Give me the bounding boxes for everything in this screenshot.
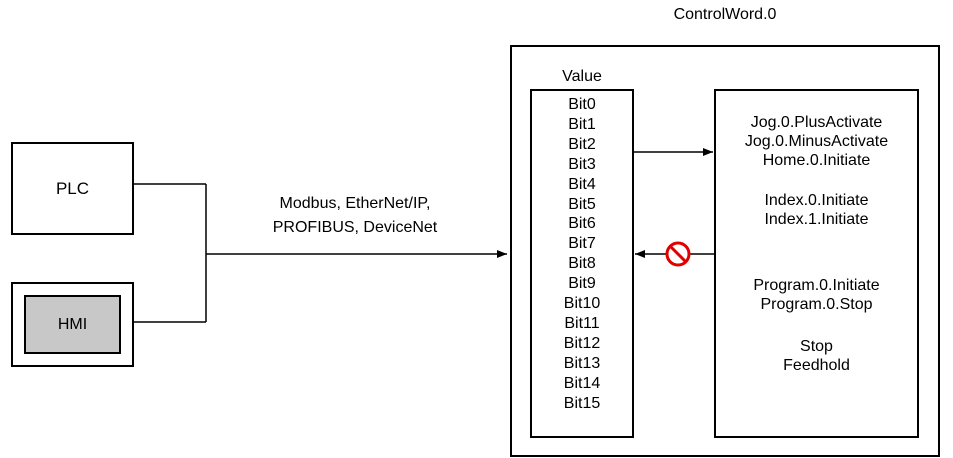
program-group: Program.0.Initiate Program.0.Stop bbox=[716, 276, 917, 314]
plc-label: PLC bbox=[55, 178, 90, 198]
bits-list: Bit0 Bit1 Bit2 Bit3 Bit4 Bit5 Bit6 Bit7 … bbox=[532, 95, 632, 414]
function-item: Program.0.Initiate bbox=[753, 277, 880, 294]
bit-item: Bit3 bbox=[568, 155, 596, 173]
function-item: Feedhold bbox=[783, 357, 850, 374]
function-item: Index.1.Initiate bbox=[764, 211, 869, 228]
function-item: Jog.0.PlusActivate bbox=[750, 114, 883, 131]
bit-item: Bit4 bbox=[568, 175, 596, 193]
function-item: Home.0.Initiate bbox=[762, 152, 871, 169]
bit-item: Bit10 bbox=[563, 295, 601, 313]
protocol-line-1: Modbus, EtherNet/IP, bbox=[279, 195, 431, 212]
function-item: Stop bbox=[800, 338, 833, 355]
protocol-label: Modbus, EtherNet/IP, PROFIBUS, DeviceNet bbox=[230, 192, 480, 240]
hmi-box: HMI bbox=[11, 282, 134, 367]
bit-item: Bit7 bbox=[568, 235, 596, 253]
bit-item: Bit12 bbox=[563, 334, 601, 352]
protocol-line-2: PROFIBUS, DeviceNet bbox=[272, 219, 438, 236]
hmi-screen: HMI bbox=[24, 295, 121, 354]
bit-item: Bit9 bbox=[568, 275, 596, 293]
bit-item: Bit13 bbox=[563, 354, 601, 372]
bits-box: Bit0 Bit1 Bit2 Bit3 Bit4 Bit5 Bit6 Bit7 … bbox=[530, 89, 634, 438]
bit-item: Bit1 bbox=[568, 115, 596, 133]
hmi-label: HMI bbox=[57, 315, 88, 333]
function-item: Jog.0.MinusActivate bbox=[744, 133, 889, 150]
controlword-title: ControlWord.0 bbox=[673, 6, 777, 23]
stop-group: Stop Feedhold bbox=[716, 337, 917, 375]
value-label: Value bbox=[562, 68, 602, 85]
bit-item: Bit11 bbox=[564, 314, 600, 332]
function-item: Program.0.Stop bbox=[760, 296, 873, 313]
bit-item: Bit2 bbox=[568, 135, 596, 153]
bit-item: Bit6 bbox=[568, 215, 596, 233]
jog-home-group: Jog.0.PlusActivate Jog.0.MinusActivate H… bbox=[716, 113, 917, 170]
bit-item: Bit5 bbox=[568, 195, 596, 213]
functions-box: Jog.0.PlusActivate Jog.0.MinusActivate H… bbox=[714, 89, 919, 438]
bit-item: Bit14 bbox=[563, 374, 601, 392]
function-item: Index.0.Initiate bbox=[764, 192, 869, 209]
index-group: Index.0.Initiate Index.1.Initiate bbox=[716, 191, 917, 229]
bit-item: Bit15 bbox=[563, 394, 601, 412]
bit-item: Bit0 bbox=[568, 96, 596, 113]
bit-item: Bit8 bbox=[568, 255, 596, 273]
plc-box: PLC bbox=[11, 142, 134, 235]
